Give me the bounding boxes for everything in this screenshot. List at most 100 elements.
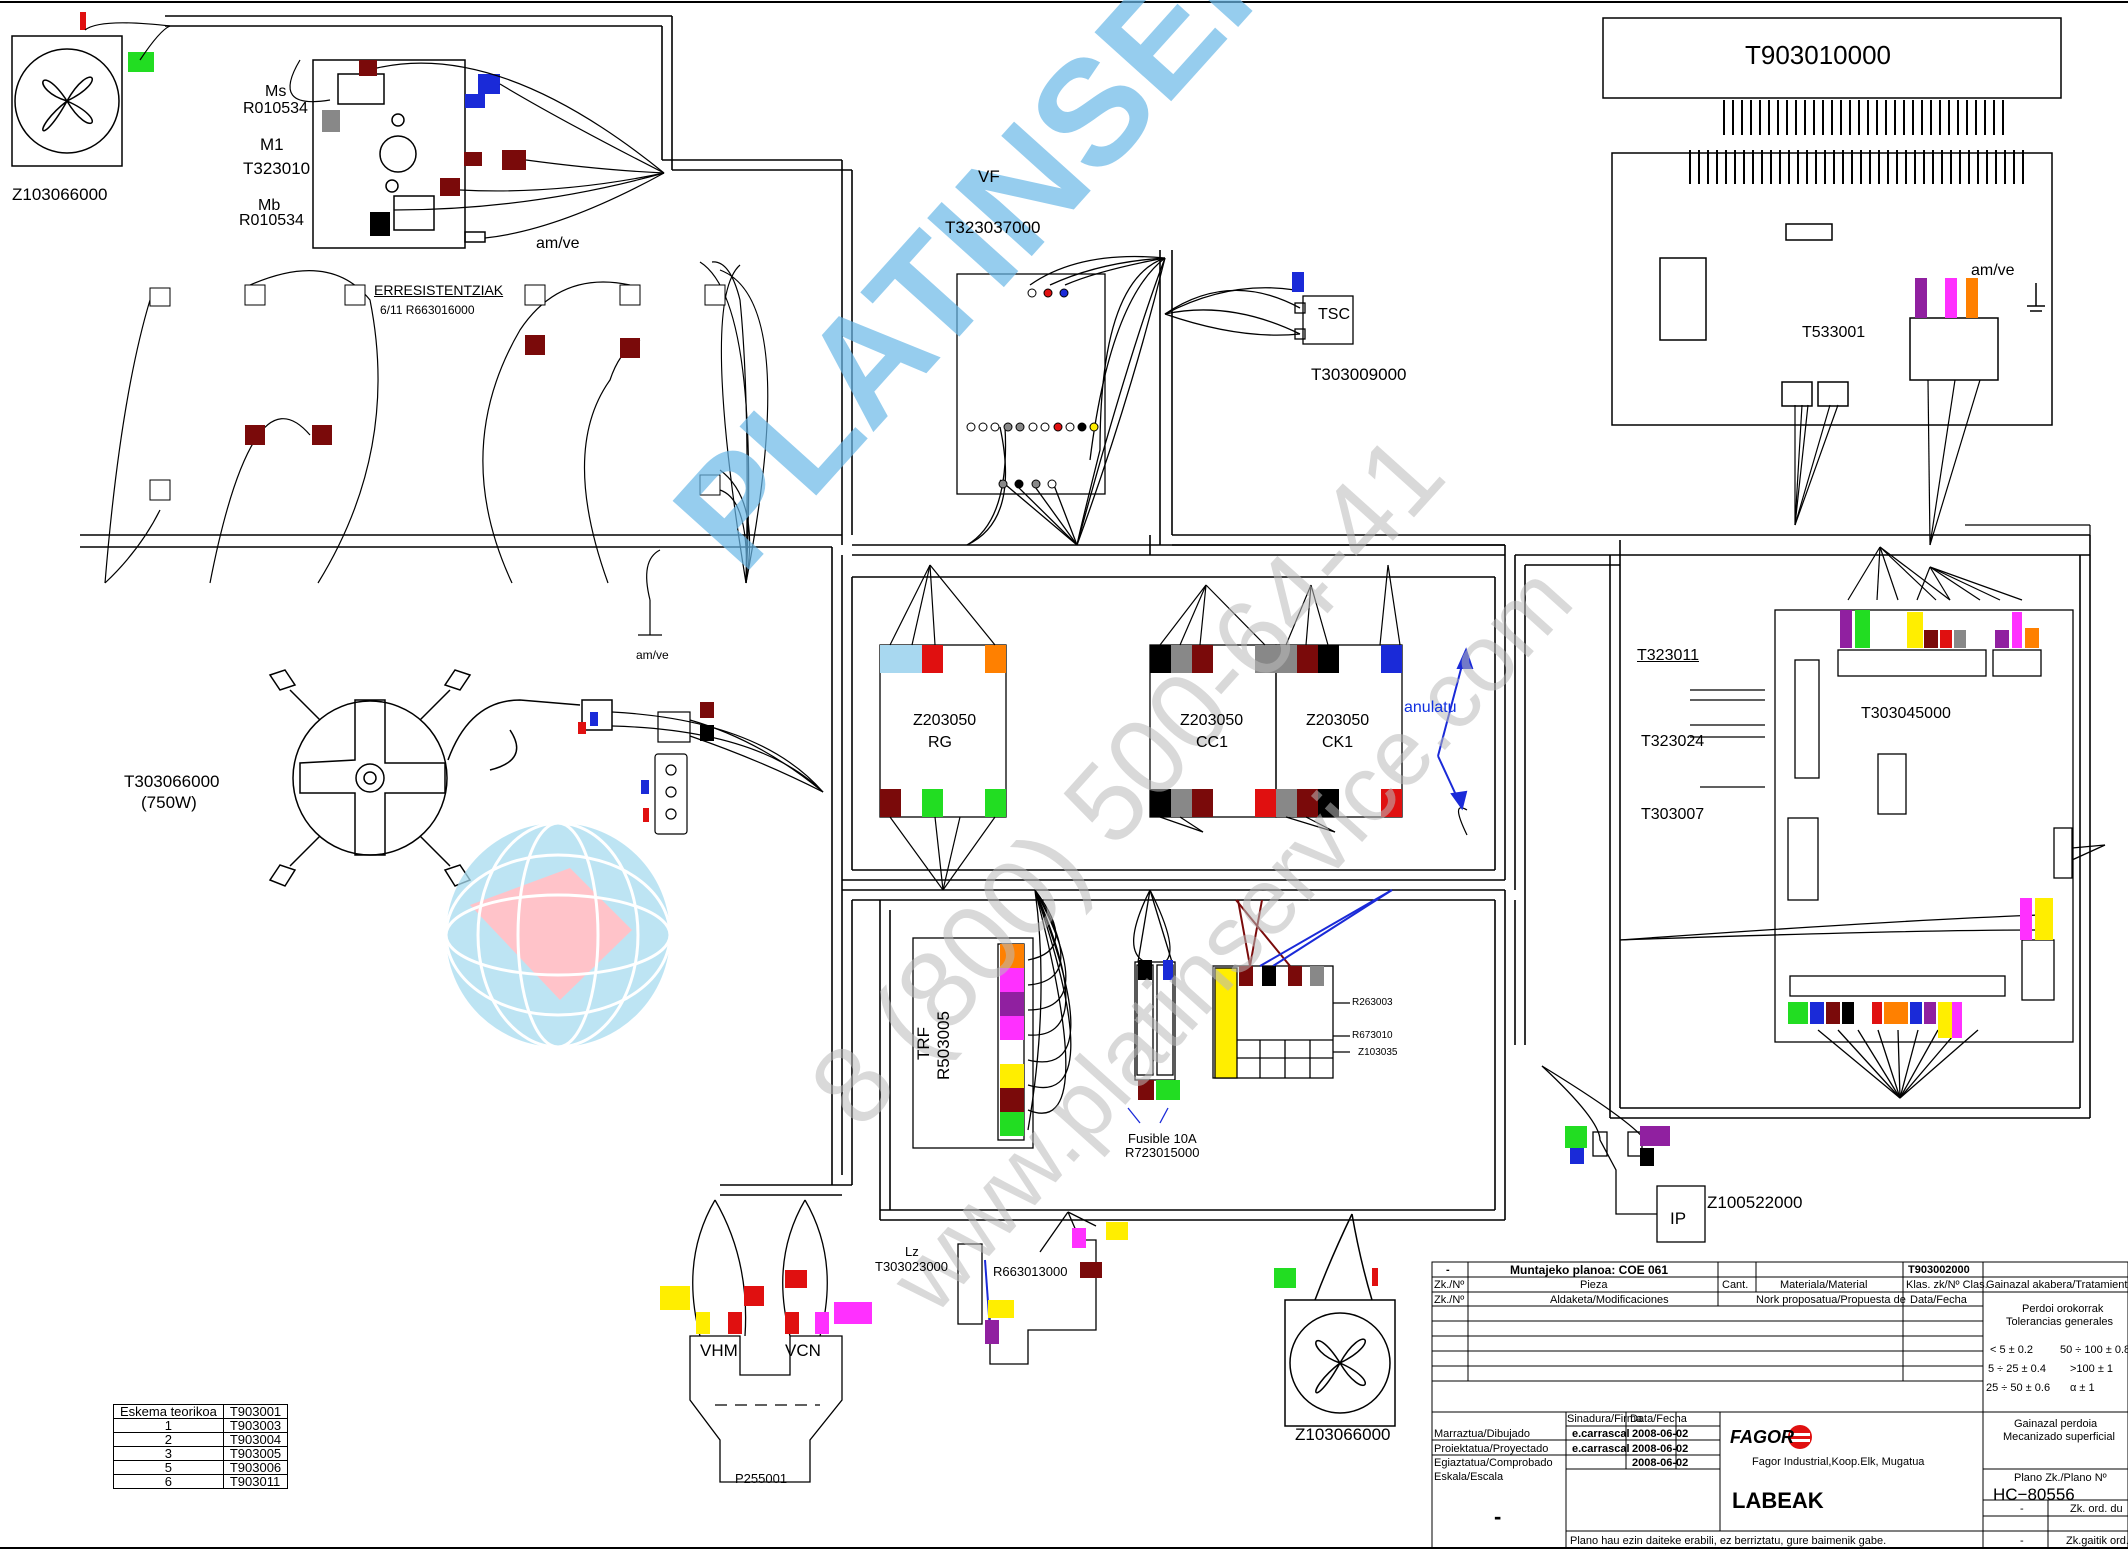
tb-marraztua: Marraztua/Dibujado [1434, 1428, 1530, 1440]
m1-wires [84, 22, 665, 239]
ck1-label: CK1 [1322, 734, 1354, 751]
t303045000: T303045000 [1861, 705, 1951, 722]
r663013000: R663013000 [993, 1264, 1068, 1279]
tb-zk-n: Zk./Nº [1434, 1279, 1465, 1291]
wire-tag [465, 94, 485, 108]
tb-gainazal: Gainazal akabera/Tratamiento [1986, 1279, 2128, 1291]
display-board [1602, 17, 2062, 426]
wire-tag-red [80, 12, 86, 30]
wire-tag [322, 110, 340, 132]
tb-tolerancias: Tolerancias generales [2006, 1316, 2114, 1328]
fuse-code: R723015000 [1125, 1145, 1200, 1160]
fuse-label: Fusible 10A [1128, 1131, 1197, 1146]
tb-perdoi: Perdoi orokorrak [2022, 1303, 2104, 1315]
motor-connector [611, 549, 824, 835]
tb-eskala: Eskala/Escala [1434, 1471, 1504, 1483]
lz-code: T303023000 [875, 1259, 949, 1274]
legend-row-number: 6 [113, 1474, 224, 1489]
tb-proiektatua: Proiektatua/Proyectado [1434, 1443, 1549, 1455]
wire-tag [643, 808, 649, 822]
ms-label: Ms [265, 83, 287, 100]
tb-ord-dash-2: - [2020, 1535, 2024, 1547]
transformer [912, 889, 1072, 1149]
tb-zk-ord-du: Zk. ord. du [2070, 1503, 2123, 1515]
tb-fagor: FAGOR [1730, 1427, 1795, 1447]
t323024: T323024 [1641, 733, 1705, 750]
tb-tol4: 50 ÷ 100 ± 0.8 [2060, 1344, 2128, 1356]
wire-tag [1156, 1080, 1180, 1100]
legend-row: 6 T903011 [113, 1474, 289, 1489]
vcn-label: VCN [785, 1341, 821, 1360]
tb-materiala: Materiala/Material [1780, 1279, 1868, 1291]
legend-row: 1 T903003 [113, 1418, 289, 1433]
tb-date-2: 2008-06-02 [1632, 1443, 1689, 1455]
motor-code: T303066000 [124, 772, 220, 791]
wire-tag [590, 712, 598, 726]
wire-tag [985, 1320, 999, 1344]
heater-elements [104, 261, 769, 584]
tb-zk-gaitik: Zk.gaitik ord. [2066, 1535, 2128, 1547]
wire-tag [834, 1302, 872, 1324]
wire-tag [1138, 960, 1152, 980]
board-code: T533001 [1802, 324, 1866, 341]
board-wires [1794, 379, 2091, 601]
controller-board [1619, 609, 2106, 1099]
tb-klas: Klas. zk/Nº Clas. [1906, 1279, 1988, 1291]
fan-top-code: Z103066000 [12, 185, 108, 204]
trf-label: TRF [914, 1026, 933, 1060]
fuse-block [1127, 889, 1176, 1124]
wire-tag [700, 702, 714, 718]
wire-tag [988, 1300, 1014, 1318]
board-amve: am/ve [1971, 262, 2015, 279]
tb-name-1: e.carrascal [1572, 1428, 1630, 1440]
tb-plano-zk: Plano Zk./Plano Nº [2014, 1472, 2107, 1484]
watermark-globe [444, 821, 672, 1049]
wire-tag [1640, 1126, 1670, 1146]
cc1-label: CC1 [1196, 734, 1229, 751]
legend-header-row: Eskema teorikoa T903001 [113, 1404, 289, 1419]
anulatu-arrows [1437, 647, 1474, 811]
trf-tags [1000, 944, 1024, 1136]
fagor-logo-mark [1788, 1425, 1812, 1449]
ck1-code: Z203050 [1306, 712, 1370, 729]
harness-ducts [80, 15, 2091, 1221]
tsc-code: T303009000 [1311, 365, 1407, 384]
wire-tag [1292, 272, 1304, 292]
wire-tag [502, 150, 526, 170]
fan-top-graphic [11, 35, 123, 167]
tb-labeak: LABEAK [1732, 1488, 1824, 1513]
motor-power: (750W) [141, 793, 197, 812]
wire-tag [478, 74, 500, 94]
legend-row-number: 1 [113, 1418, 224, 1433]
legend-row-code: T903004 [222, 1432, 289, 1447]
wire-tag [728, 1312, 742, 1334]
wire-tag [744, 1286, 764, 1306]
ip-label: IP [1670, 1209, 1687, 1228]
ground-amve: am/ve [636, 648, 669, 662]
tb-tol2: 5 ÷ 25 ± 0.4 [1988, 1363, 2046, 1375]
wire-tag [1565, 1126, 1587, 1148]
vhm-label: VHM [700, 1341, 738, 1360]
tb-aldaketa: Aldaketa/Modificaciones [1550, 1294, 1669, 1306]
legend-row: 2 T903004 [113, 1432, 289, 1447]
wire-tag [1262, 966, 1276, 986]
wire-tag [785, 1270, 807, 1288]
wire-tag [440, 178, 460, 196]
m1-box [312, 59, 486, 249]
vf-code: T323037000 [945, 218, 1041, 237]
fan-bottom-graphic [1284, 1213, 1396, 1427]
tb-data-fecha-2: Data/Fecha [1630, 1413, 1687, 1425]
title-block-grid [1431, 1261, 2128, 1549]
wire-tag [815, 1312, 829, 1334]
wire-tag [1239, 966, 1253, 986]
m1-code: T323010 [243, 159, 311, 178]
pump-code: P255001 [735, 1471, 788, 1486]
tb-pieza: Pieza [1580, 1279, 1608, 1291]
tb-gainazal-perdoia: Gainazal perdoia [2014, 1418, 2098, 1430]
wire-tag [1080, 1262, 1102, 1278]
vf-box [956, 255, 1166, 546]
wire-tag [1288, 966, 1302, 986]
ip-code: Z100522000 [1707, 1193, 1803, 1212]
z103035: Z103035 [1358, 1047, 1398, 1058]
